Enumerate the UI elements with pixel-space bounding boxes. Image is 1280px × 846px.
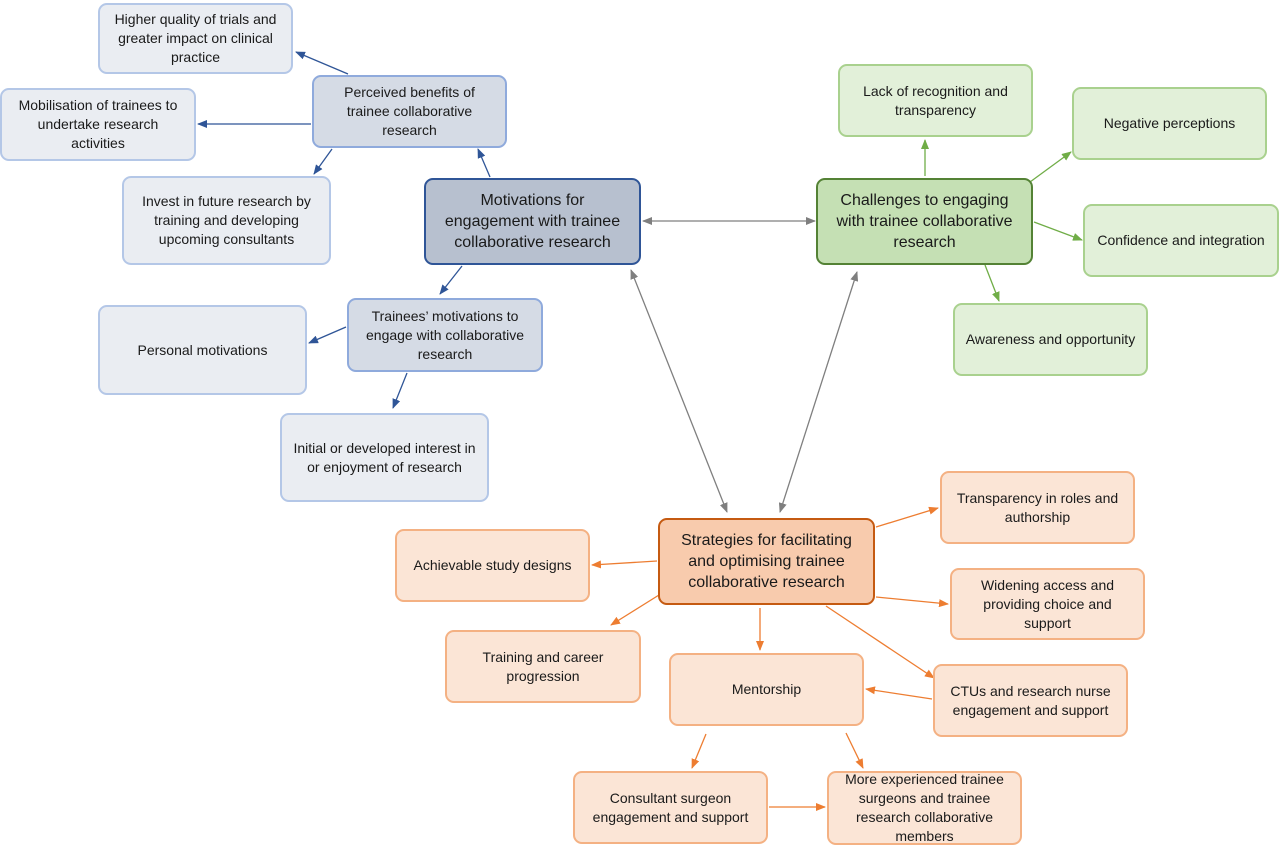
challenges-label: Challenges to engaging with trainee coll… [836, 192, 1013, 251]
confidence-node: Confidence and integration [1083, 204, 1279, 277]
motivations-node: Motivations for engagement with trainee … [424, 178, 641, 265]
more-experienced-node: More experienced trainee surgeons and tr… [827, 771, 1022, 845]
mentorship-node: Mentorship [669, 653, 864, 726]
arrow-strategies-to-widening [875, 596, 949, 608]
awareness-label: Awareness and opportunity [965, 331, 1136, 347]
strategies-node: Strategies for facilitating and optimisi… [658, 518, 875, 605]
arrow-benefits-to-invest [313, 148, 333, 175]
trainee-motivations-node: Trainees’ motivations to engage with col… [347, 298, 543, 372]
arrow-motivations-to-benefits [477, 148, 491, 178]
challenges-node: Challenges to engaging with trainee coll… [816, 178, 1033, 265]
mobilisation-label: Mobilisation of trainees to undertake re… [18, 97, 178, 151]
mobilisation-node: Mobilisation of trainees to undertake re… [0, 88, 196, 161]
arrow-strategies-to-achievable [591, 560, 658, 569]
strategies-label: Strategies for facilitating and optimisi… [681, 532, 852, 591]
consultant-node: Consultant surgeon engagement and suppor… [573, 771, 768, 844]
initial-interest-node: Initial or developed interest in or enjo… [280, 413, 489, 502]
training-career-node: Training and career progression [445, 630, 641, 703]
motivations-label: Motivations for engagement with trainee … [444, 192, 621, 251]
higher-quality-node: Higher quality of trials and greater imp… [98, 3, 293, 74]
arrow-challenges-to-confidence [1033, 221, 1083, 241]
higher-quality-label: Higher quality of trials and greater imp… [114, 11, 277, 65]
arrow-challenges-to-awareness [984, 264, 1000, 302]
negative-perceptions-node: Negative perceptions [1072, 87, 1267, 160]
arrow-mentorship-to-consultant [691, 733, 707, 769]
arrow-ctus-to-mentorship [865, 686, 933, 700]
arrow-strategies-to-ctus [825, 605, 935, 679]
mentorship-label: Mentorship [731, 681, 802, 697]
perceived-benefits-label: Perceived benefits of trainee collaborat… [344, 84, 475, 138]
invest-future-node: Invest in future research by training an… [122, 176, 331, 265]
training-career-label: Training and career progression [482, 648, 604, 684]
trainee-motivations-label: Trainees’ motivations to engage with col… [366, 307, 524, 362]
lack-recognition-label: Lack of recognition and transparency [863, 82, 1008, 118]
arrow-trainee-to-interest [392, 372, 408, 409]
arrow-challenges-strategies [778, 271, 859, 513]
arrow-mentorship-to-experienced [845, 732, 864, 769]
lack-recognition-node: Lack of recognition and transparency [838, 64, 1033, 137]
achievable-label: Achievable study designs [413, 557, 572, 573]
arrow-strategies-to-training [610, 594, 660, 626]
widening-access-label: Widening access and providing choice and… [980, 576, 1115, 631]
ctus-label: CTUs and research nurse engagement and s… [950, 682, 1111, 718]
perceived-benefits-node: Perceived benefits of trainee collaborat… [312, 75, 507, 148]
personal-motivations-node: Personal motivations [98, 305, 307, 395]
transparency-roles-node: Transparency in roles and authorship [940, 471, 1135, 544]
widening-access-node: Widening access and providing choice and… [950, 568, 1145, 640]
awareness-node: Awareness and opportunity [953, 303, 1148, 376]
transparency-roles-label: Transparency in roles and authorship [956, 489, 1119, 525]
confidence-label: Confidence and integration [1097, 232, 1265, 248]
consultant-label: Consultant surgeon engagement and suppor… [592, 789, 749, 825]
achievable-node: Achievable study designs [395, 529, 590, 602]
arrow-motivations-strategies [630, 269, 728, 513]
arrow-motivations-to-trainee [439, 265, 463, 295]
arrow-strategies-to-transparency [875, 506, 939, 528]
arrow-benefits-to-higher-quality [295, 51, 349, 75]
initial-interest-label: Initial or developed interest in or enjo… [293, 439, 476, 475]
more-experienced-label: More experienced trainee surgeons and tr… [845, 771, 1004, 844]
ctus-node: CTUs and research nurse engagement and s… [933, 664, 1128, 737]
negative-perceptions-label: Negative perceptions [1103, 115, 1236, 131]
arrow-trainee-to-personal [308, 326, 347, 344]
invest-future-label: Invest in future research by training an… [142, 193, 311, 247]
arrow-challenges-to-negative [1029, 151, 1072, 183]
personal-motivations-label: Personal motivations [137, 341, 268, 358]
